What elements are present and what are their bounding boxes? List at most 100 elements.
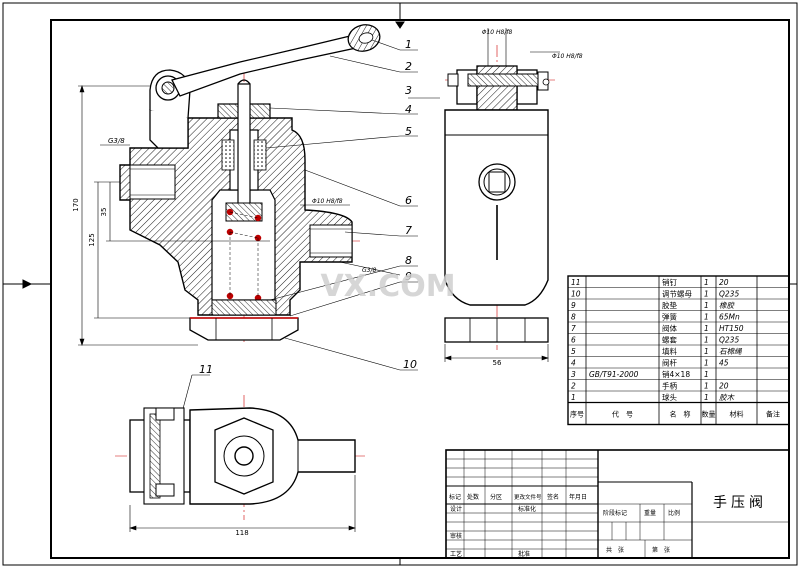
bom-cell-qty: 1 <box>704 393 709 402</box>
bom-cell-material: 石棉绳 <box>719 347 743 356</box>
bom-cell-material: 橡胶 <box>719 301 735 310</box>
bom-cell-name: 调节螺母 <box>662 288 692 298</box>
tb-weight: 重量 <box>644 509 656 517</box>
tb-sheets-total: 共 张 <box>606 546 624 554</box>
balloon-7: 7 <box>405 224 412 237</box>
tb-mark: 标记 <box>449 493 461 501</box>
dim-width-side: 56 <box>493 359 502 367</box>
bom-header-code: 代 号 <box>612 410 633 419</box>
dim-h125: 125 <box>88 233 96 246</box>
front-section-view <box>119 24 381 345</box>
bom-cell-no: 2 <box>571 381 576 390</box>
balloon-labels: 1 2 3 4 5 6 7 8 9 10 11 <box>199 38 417 376</box>
dim-h35: 35 <box>100 208 108 217</box>
bom-cell-qty: 1 <box>704 358 709 367</box>
title-block-text: 标记 处数 分区 更改文件号 签名 年月日 设计 标准化 审核 工艺 批准 阶段… <box>449 493 767 558</box>
tb-scale: 比例 <box>668 509 680 517</box>
balloon-2: 2 <box>405 60 412 73</box>
watermark: VX.COM <box>320 269 455 304</box>
tb-count: 处数 <box>467 493 479 501</box>
bom-cell-no: 8 <box>571 312 576 321</box>
side-dimensions <box>444 28 560 362</box>
bom-cell-qty: 1 <box>704 289 709 298</box>
tb-change-doc: 更改文件号 <box>514 493 542 501</box>
dim-fit-spring: Φ10 H8/f8 <box>312 198 343 205</box>
tb-design: 设计 <box>450 505 462 513</box>
bom-cell-name: 手柄 <box>662 380 677 390</box>
balloon-5: 5 <box>405 125 412 138</box>
balloon-3: 3 <box>405 84 412 97</box>
bom-cell-no: 11 <box>571 278 581 287</box>
balloon-leaders <box>179 39 440 421</box>
drawing-title: 手压阀 <box>713 495 767 511</box>
bom-cell-no: 7 <box>571 324 576 333</box>
dim-width-bottom: 118 <box>235 529 248 537</box>
dim-thread-left: G3/8 <box>108 137 125 145</box>
bom-cell-qty: 1 <box>704 312 709 321</box>
title-block <box>445 449 790 559</box>
bom-cell-material: HT150 <box>719 324 744 333</box>
top-view <box>115 395 365 520</box>
bom-cell-qty: 1 <box>704 278 709 287</box>
dim-fit-top2: Φ10 H8/f8 <box>552 53 583 60</box>
bom-cell-qty: 1 <box>704 301 709 310</box>
bom-cell-name: 阀杆 <box>662 357 677 367</box>
balloon-4: 4 <box>405 103 412 116</box>
bom-cell-no: 5 <box>571 347 576 356</box>
front-dimensions <box>78 85 401 346</box>
bom-cell-name: 填料 <box>662 346 677 356</box>
balloon-6: 6 <box>405 194 412 207</box>
tb-sheet-no: 第 张 <box>652 546 670 554</box>
tb-stage: 阶段标记 <box>603 509 627 517</box>
balloon-11: 11 <box>199 363 213 376</box>
bom-cell-no: 1 <box>571 393 576 402</box>
balloon-1: 1 <box>405 38 412 51</box>
bom-cell-material: 20 <box>719 278 729 287</box>
bom-cell-material: 45 <box>719 358 729 367</box>
bom-cell-qty: 1 <box>704 335 709 344</box>
tb-standard: 标准化 <box>518 505 536 513</box>
bom-cell-name: 胶垫 <box>662 300 677 310</box>
bom-cell-code: GB/T91-2000 <box>589 370 639 379</box>
bom-header-note: 备注 <box>766 410 780 419</box>
bom-cell-no: 3 <box>571 370 576 379</box>
bom-cell-name: 销钉 <box>662 277 677 287</box>
tb-sign: 签名 <box>547 493 559 501</box>
balloon-10: 10 <box>403 358 417 371</box>
dim-thread-br: G3/8 <box>362 267 376 274</box>
bom-header-material: 材料 <box>730 410 744 419</box>
top-dimensions <box>129 475 356 532</box>
tb-zone: 分区 <box>490 493 502 501</box>
bom-cell-material: Q235 <box>719 289 739 298</box>
balloon-8: 8 <box>405 254 412 267</box>
bom-cell-qty: 1 <box>704 324 709 333</box>
bom-cell-name: 销4×18 <box>662 369 690 379</box>
bom-cell-material: 65Mn <box>719 312 740 321</box>
bom-cell-qty: 1 <box>704 381 709 390</box>
dim-height-total: 170 <box>72 198 80 211</box>
bom-cell-no: 10 <box>571 289 581 298</box>
bom-cell-name: 阀体 <box>662 323 677 333</box>
bom-header-name: 名 称 <box>670 410 691 419</box>
bom-cell-qty: 1 <box>704 370 709 379</box>
tb-process: 工艺 <box>450 550 462 558</box>
bom-cell-no: 9 <box>571 301 576 310</box>
centering-marks <box>3 3 797 565</box>
side-view <box>444 45 555 350</box>
bom-cell-qty: 1 <box>704 347 709 356</box>
bom-cell-material: Q235 <box>719 335 739 344</box>
dim-fit-top1: Φ10 H8/f8 <box>482 29 513 36</box>
bom-cell-no: 6 <box>571 335 576 344</box>
bom-cell-material: 20 <box>719 381 729 390</box>
tb-check: 审核 <box>450 532 462 540</box>
tb-date: 年月日 <box>569 493 587 501</box>
bom-cell-name: 球头 <box>662 392 677 402</box>
bom-header-qty: 数量 <box>702 410 716 419</box>
bom-cell-name: 螺套 <box>662 334 677 344</box>
balloon-9: 9 <box>405 270 412 283</box>
bom-cell-no: 4 <box>571 358 576 367</box>
tb-approve: 批准 <box>518 550 530 558</box>
bom-cell-material: 胶木 <box>719 393 735 402</box>
